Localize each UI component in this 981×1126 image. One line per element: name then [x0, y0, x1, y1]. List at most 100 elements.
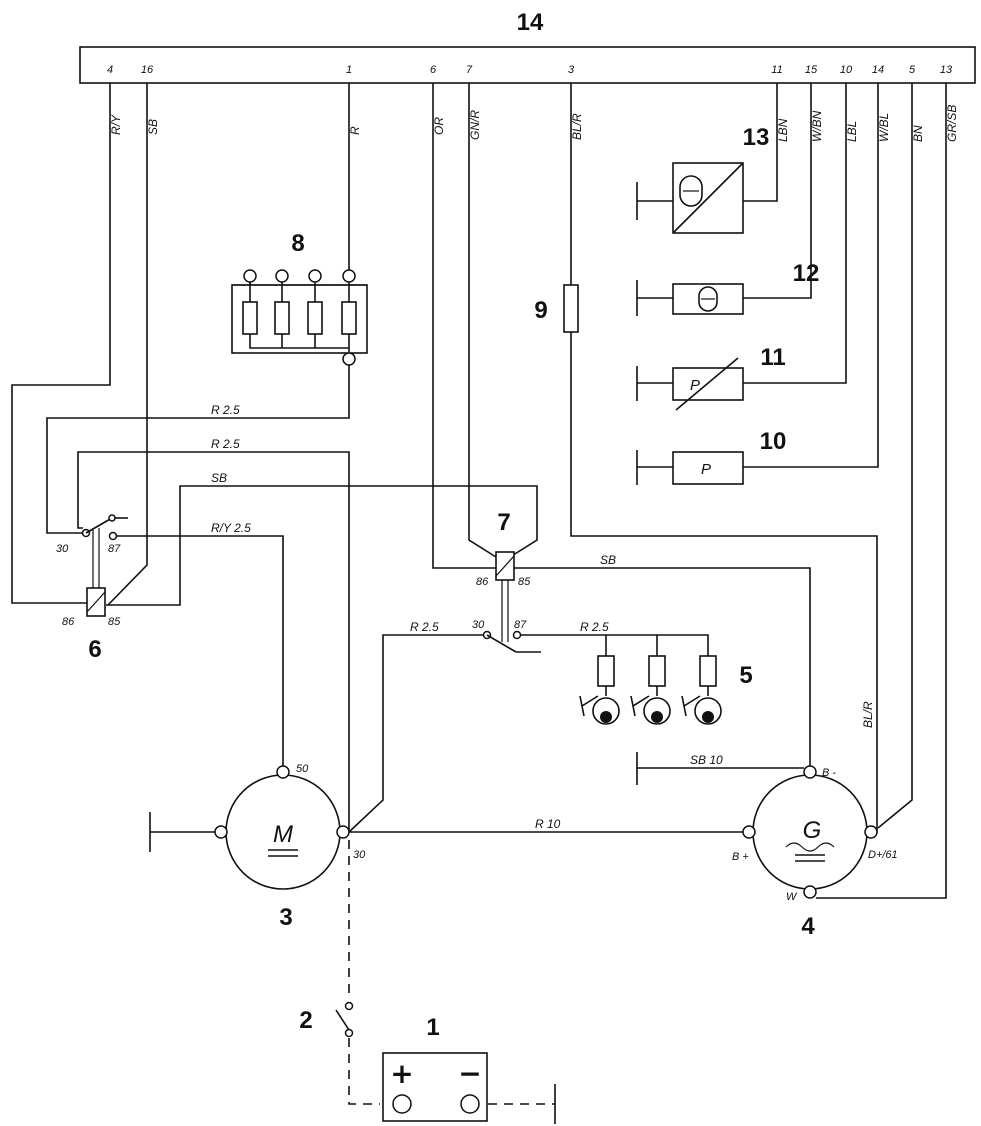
wire-or-pin6	[432, 83, 496, 569]
wire-label-r: R	[348, 126, 362, 135]
starter-relay-6: 30 87 86 85	[56, 514, 128, 628]
wire-ry-pin4	[11, 83, 111, 604]
glow-plug-3	[681, 655, 722, 725]
label-connector-14: 14	[517, 9, 544, 36]
battery-plus: +	[390, 1057, 413, 1090]
starter-term-50: 50	[296, 763, 309, 775]
battery-minus: −	[458, 1057, 481, 1090]
label-sensor-12: 12	[793, 260, 820, 287]
alternator-term-b-minus: B -	[822, 767, 836, 779]
pin-14: 14	[872, 64, 884, 76]
label-sb-relay7: SB	[600, 553, 616, 567]
label-sensor-11: 11	[760, 344, 785, 371]
alternator-term-w: W	[786, 891, 798, 903]
wire-lbl	[743, 83, 847, 384]
label-battery-1: 1	[426, 1014, 439, 1041]
pin-11: 11	[771, 64, 782, 76]
pin-1: 1	[346, 64, 352, 76]
glow-relay-7: 86 85 30 87	[472, 551, 541, 653]
wire-wbn	[743, 83, 812, 299]
wire-r25-fuse	[46, 365, 350, 534]
wire-ry25-starter	[113, 535, 284, 768]
label-sensor-10: 10	[760, 428, 787, 455]
wires	[11, 83, 947, 1124]
relay7-pin-85: 85	[518, 576, 531, 588]
resistor-9	[563, 284, 579, 333]
temp-sender-13	[636, 162, 744, 234]
relay6-pin-86: 86	[62, 616, 75, 628]
wire-color-labels: R/Y SB R OR GN/R BL/R LBN W/BN LBL W/BL …	[109, 105, 959, 142]
relay6-pin-30: 30	[56, 543, 69, 555]
wire-bn-pin5	[877, 83, 913, 829]
label-r25-glow: R 2.5	[580, 620, 609, 634]
pin-16: 16	[141, 64, 154, 76]
label-sb-relay6: SB	[211, 471, 227, 485]
wire-r25-relay7	[348, 634, 487, 833]
wire-battery-dashed-lower	[348, 1038, 380, 1105]
wire-lbn	[743, 83, 778, 202]
wire-gnr-pin7	[468, 83, 497, 558]
wire-label-bn: BN	[911, 125, 925, 142]
pin-5: 5	[909, 64, 916, 76]
alternator-term-d: D+/61	[868, 849, 898, 861]
label-relay-6: 6	[88, 636, 101, 663]
wire-grsb-pin13	[816, 83, 947, 899]
label-relay-7: 7	[497, 509, 510, 536]
symbol-p-11: P	[690, 377, 700, 394]
wire-r25-starter	[77, 451, 350, 832]
label-ry25: R/Y 2.5	[211, 521, 251, 535]
pin-13: 13	[940, 64, 953, 76]
starter-symbol: M	[273, 821, 293, 848]
starter-term-30: 30	[353, 849, 366, 861]
wire-labels: R 2.5 R 2.5 SB R/Y 2.5 R 2.5 R 2.5 SB SB…	[211, 403, 875, 831]
wire-sb-pin16	[107, 83, 148, 606]
label-r10: R 10	[535, 817, 561, 831]
pin-6: 6	[430, 64, 437, 76]
wire-label-wbl: W/BL	[877, 113, 891, 142]
pin-10: 10	[840, 64, 853, 76]
wire-label-lbn: LBN	[776, 118, 790, 142]
alternator-symbol: G	[803, 817, 822, 844]
label-fusebox-8: 8	[291, 230, 304, 257]
label-glow-plugs-5: 5	[739, 662, 752, 689]
glow-plugs-5	[579, 655, 722, 725]
pin-7: 7	[466, 64, 473, 76]
connector-strip	[79, 46, 976, 84]
label-sb10: SB 10	[690, 753, 723, 767]
relay7-pin-86: 86	[476, 576, 489, 588]
battery-1: + −	[382, 1052, 488, 1122]
glow-plug-2	[630, 655, 671, 725]
label-blr-vertical: BL/R	[861, 701, 875, 728]
wire-label-ry: R/Y	[109, 114, 123, 135]
pressure-sender-11: P	[636, 357, 744, 411]
battery-switch-2	[335, 1001, 354, 1038]
starter-motor-3: M 50 30	[149, 763, 366, 890]
relay6-pin-87: 87	[108, 543, 121, 555]
relay7-pin-87: 87	[514, 619, 527, 631]
pressure-switch-10: P	[636, 450, 744, 485]
wire-sb-relay	[106, 485, 538, 606]
wire-blr-pin3	[570, 332, 878, 833]
label-sensor-13: 13	[743, 124, 770, 151]
fuse-terminals-top	[243, 269, 356, 285]
label-r25-relay7: R 2.5	[410, 620, 439, 634]
label-starter-3: 3	[279, 904, 292, 931]
label-resistor-9: 9	[534, 297, 547, 324]
wire-label-sb: SB	[146, 119, 160, 135]
label-alternator-4: 4	[801, 913, 815, 940]
glow-plug-1	[579, 655, 620, 725]
label-switch-2: 2	[299, 1007, 312, 1034]
wire-label-grsb: GR/SB	[945, 105, 959, 142]
pin-4: 4	[107, 64, 113, 76]
alternator-4: G B - B + D+/61 W	[732, 765, 898, 903]
wire-label-lbl: LBL	[845, 121, 859, 142]
temp-switch-12	[636, 280, 744, 316]
fuse-box	[231, 269, 368, 366]
wire-label-gnr: GN/R	[468, 110, 482, 140]
relay6-pin-85: 85	[108, 616, 121, 628]
alternator-term-b-plus: B +	[732, 851, 749, 863]
connector-pin-numbers: 4 16 1 6 7 3 11 15 10 14 5 13	[107, 64, 953, 76]
label-r25-relay: R 2.5	[211, 437, 240, 451]
pin-15: 15	[805, 64, 818, 76]
wire-label-blr: BL/R	[570, 113, 584, 140]
